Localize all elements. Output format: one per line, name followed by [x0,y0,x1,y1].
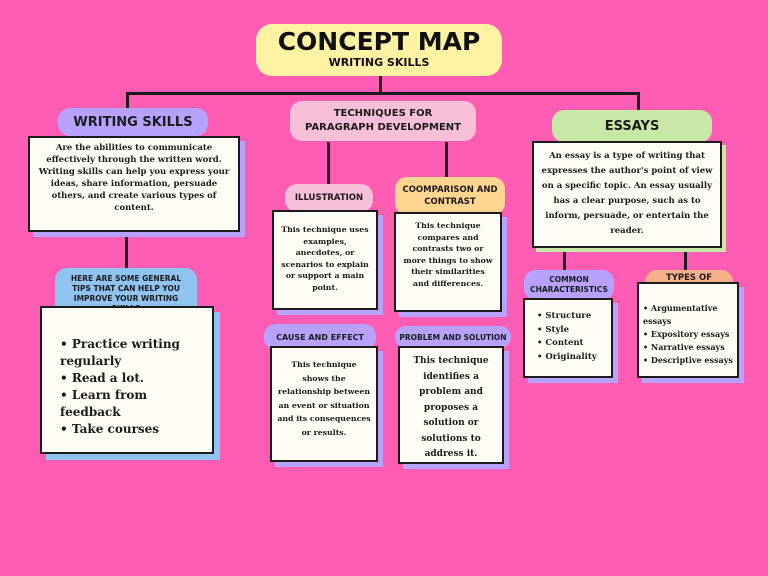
connector-main-horizontal [126,92,640,95]
essays-card: An essay is a type of writing that expre… [532,141,722,248]
cause-effect-label: CAUSE AND EFFECT [264,324,376,350]
page-subtitle: WRITING SKILLS [328,56,430,69]
tip-item: Practice writing regularly [60,336,206,370]
comparison-card: This technique compares and contrasts tw… [394,212,502,312]
cause-effect-card: This technique shows the relationship be… [270,346,378,462]
problem-solution-text: This technique identifies a problem and … [413,356,489,459]
essay-type-item: Argumentative essays [643,302,734,328]
connector-left-drop [126,92,129,116]
connector-title-stem [379,76,382,94]
characteristic-item: Content [537,337,607,351]
connector-tech-left [327,142,330,184]
writing-skills-label: WRITING SKILLS [58,108,208,136]
comparison-label: COOMPARISON AND CONTRAST [395,177,505,215]
tip-item: Learn from feedback [60,387,206,421]
essay-type-item: Descriptive essays [643,354,734,367]
characteristic-item: Style [537,324,607,338]
comparison-text: This technique compares and contrasts tw… [403,221,493,288]
writing-skills-text: Are the abilities to communicate effecti… [38,143,230,213]
essay-type-item: Narrative essays [643,341,734,354]
problem-solution-label: PROBLEM AND SOLUTION [395,326,511,348]
tips-list: Practice writing regularly Read a lot. L… [60,336,206,438]
illustration-text: This technique uses examples, anecdotes,… [281,225,369,292]
characteristic-item: Structure [537,310,607,324]
tip-item: Read a lot. [60,370,206,387]
essays-label: ESSAYS [552,110,712,142]
tip-item: Take courses [60,421,206,438]
techniques-label: TECHNIQUES FOR PARAGRAPH DEVELOPMENT [290,101,476,141]
characteristic-item: Originality [537,351,607,365]
characteristics-card: Structure Style Content Originality [523,298,613,378]
characteristics-label: COMMON CHARACTERISTICS [524,270,614,300]
cause-effect-text: This technique shows the relationship be… [277,360,371,437]
connector-tech-right [445,142,448,178]
connector-right-drop [637,92,640,112]
writing-skills-card: Are the abilities to communicate effecti… [28,136,240,232]
types-card: Argumentative essays Expository essays N… [637,282,739,378]
problem-solution-card: This technique identifies a problem and … [398,346,504,464]
connector-ws-to-tips [125,232,128,268]
page-title: CONCEPT MAP [277,27,481,56]
illustration-label: ILLUSTRATION [285,184,373,212]
tips-card: Practice writing regularly Read a lot. L… [40,306,214,454]
illustration-card: This technique uses examples, anecdotes,… [272,210,378,310]
title-box: CONCEPT MAP WRITING SKILLS [256,24,502,76]
types-list: Argumentative essays Expository essays N… [643,302,734,367]
connector-essay-left [563,248,566,272]
essays-text: An essay is a type of writing that expre… [541,151,713,236]
connector-essay-right [684,248,687,272]
essay-type-item: Expository essays [643,328,734,341]
characteristics-list: Structure Style Content Originality [537,310,607,364]
